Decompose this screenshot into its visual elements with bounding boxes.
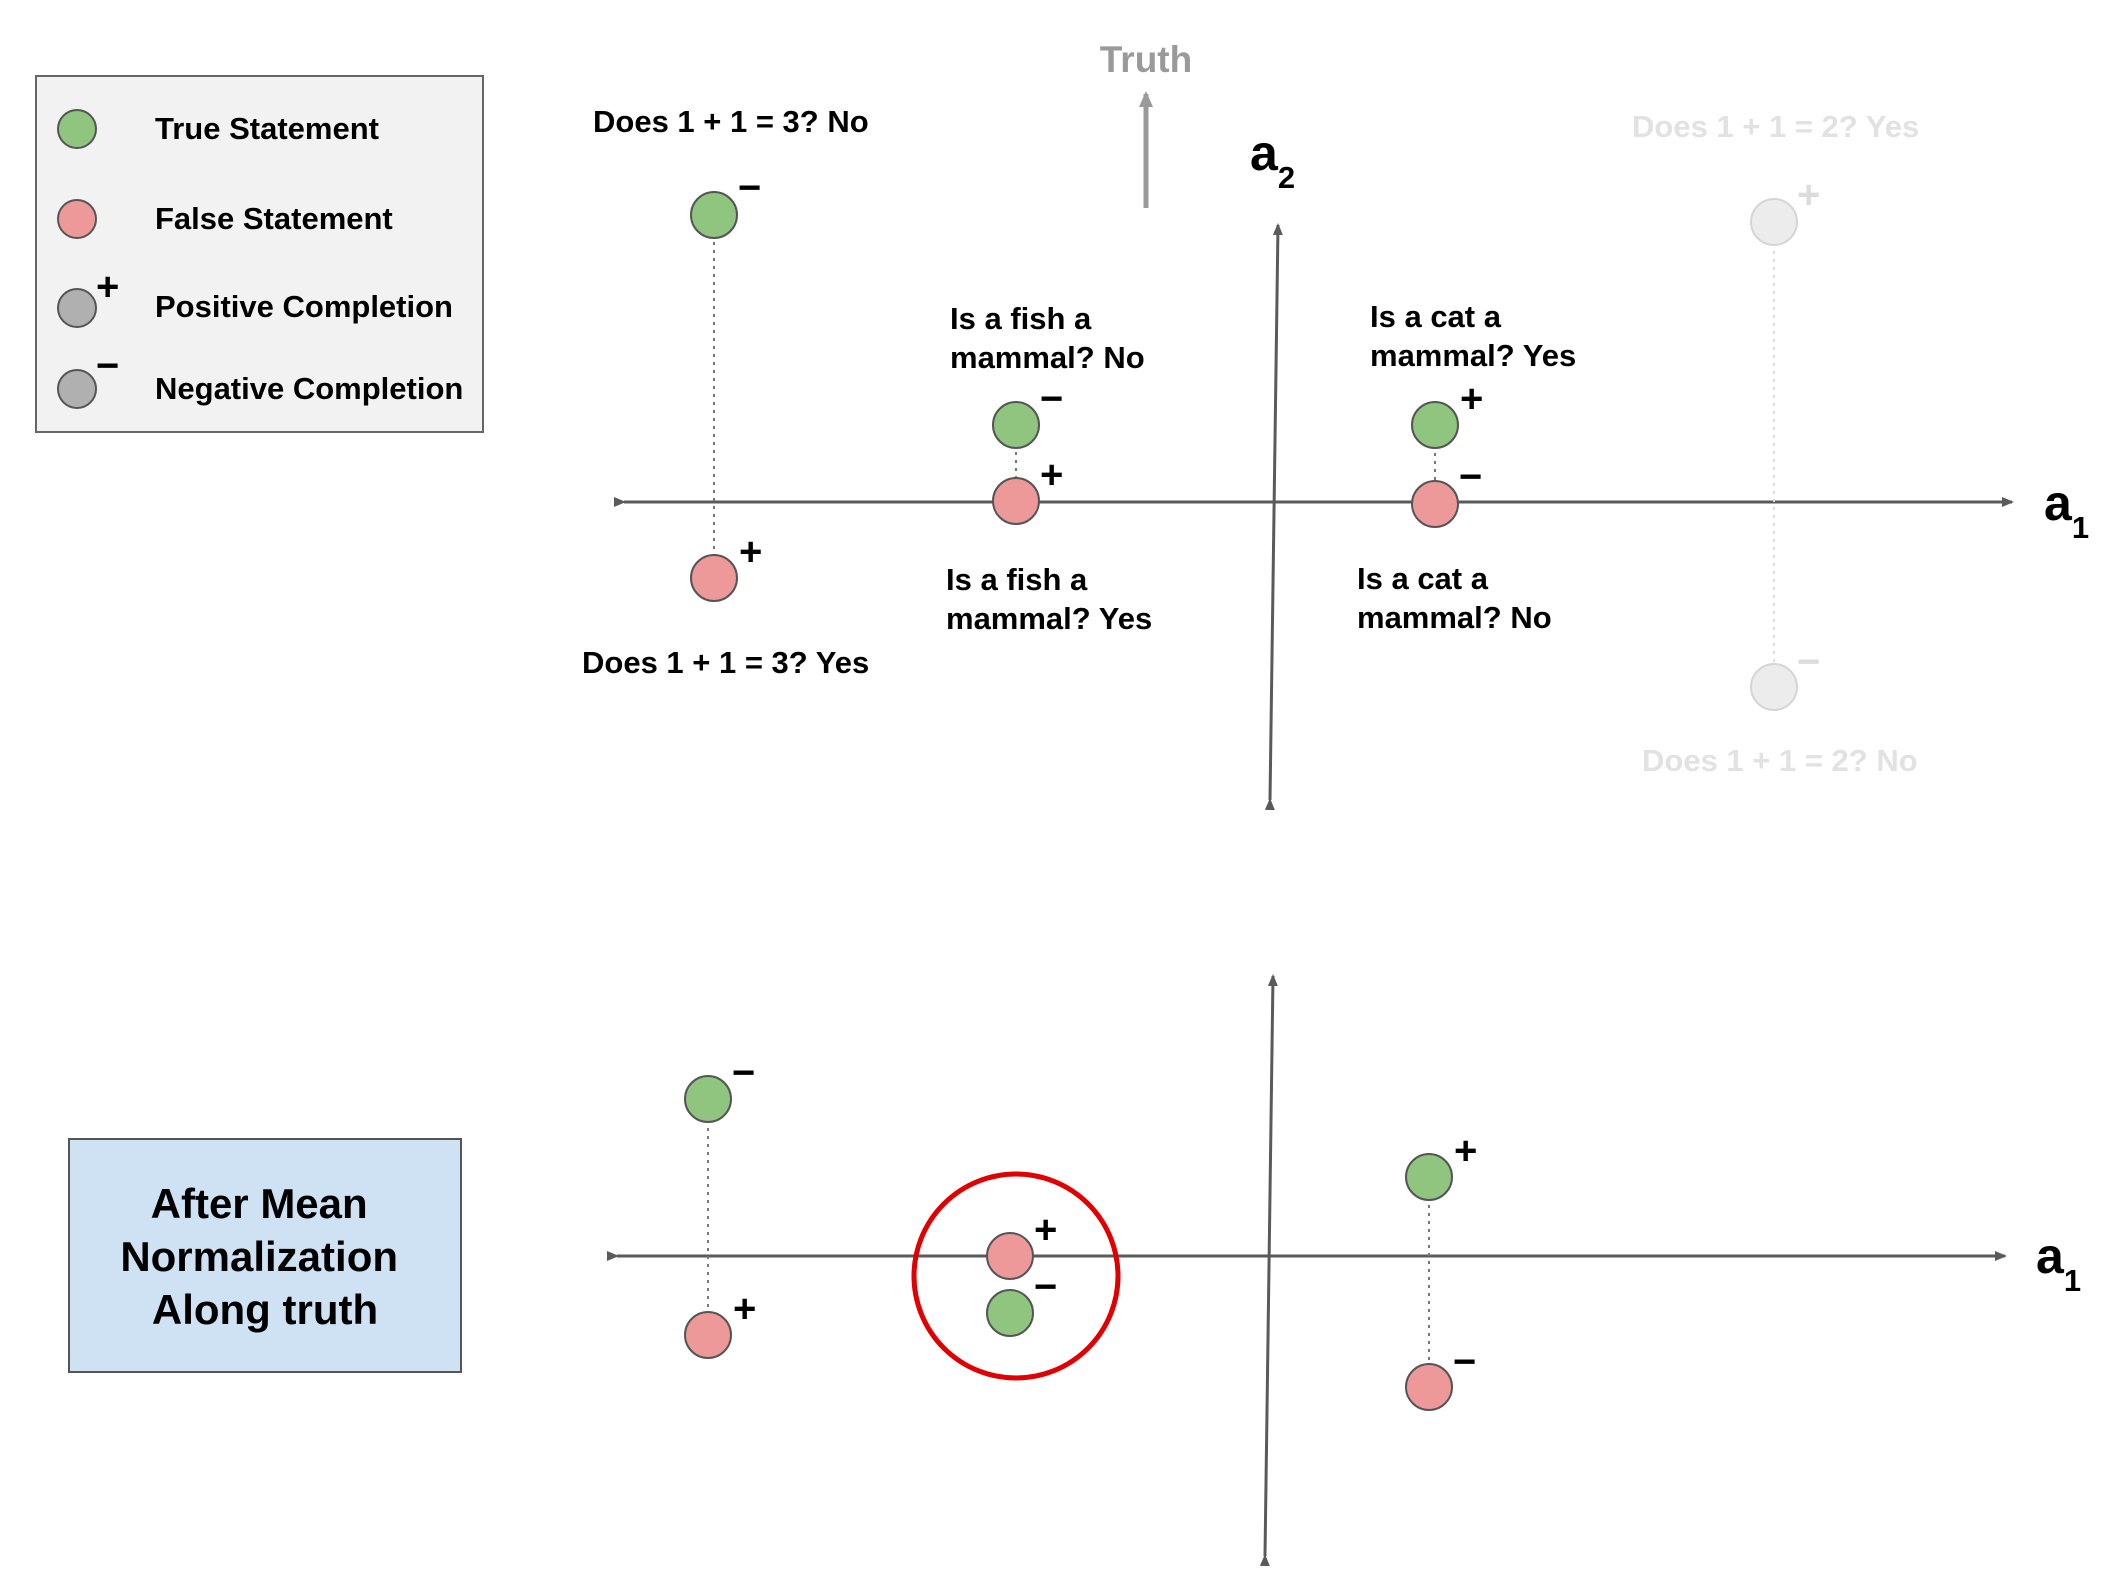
label-faded-no: Does 1 + 1 = 2? No	[1642, 743, 1918, 778]
minus-sign-icon: −	[1034, 1265, 1057, 1309]
plus-sign-icon: +	[1040, 453, 1063, 497]
point-faded-yes	[1750, 198, 1798, 246]
legend: True Statement False Statement + Positiv…	[35, 75, 484, 433]
label-math-yes: Does 1 + 1 = 3? Yes	[582, 645, 869, 680]
label-math-no: Does 1 + 1 = 3? No	[593, 104, 869, 139]
a2-axis-top	[1264, 223, 1283, 811]
minus-sign-icon: −	[1453, 1340, 1476, 1384]
point-fish-yes	[992, 477, 1040, 525]
a1-axis-label-bottom: a1	[2036, 1228, 2081, 1298]
positive-completion-swatch	[57, 288, 97, 328]
legend-item-positive: + Positive Completion	[57, 265, 453, 328]
false-statement-swatch	[57, 199, 97, 239]
label-fish-yes: Is a fish a mammal? Yes	[946, 562, 1152, 636]
point-fish-no	[992, 401, 1040, 449]
label-faded-yes: Does 1 + 1 = 2? Yes	[1632, 109, 1919, 144]
truth-direction: Truth	[1100, 39, 1192, 208]
point-math-no	[690, 191, 738, 239]
plus-sign-icon: +	[739, 530, 762, 574]
label-cat-yes: Is a cat a mammal? Yes	[1370, 299, 1576, 373]
point-cat-yes-bottom	[1405, 1153, 1453, 1201]
plus-sign-icon: +	[1454, 1129, 1477, 1173]
truth-label: Truth	[1100, 39, 1192, 80]
label-fish-no: Is a fish a mammal? No	[950, 301, 1145, 375]
point-fish-yes-bottom	[986, 1232, 1034, 1280]
plus-sign-icon: +	[1034, 1208, 1057, 1252]
highlight-circle	[911, 1171, 1121, 1381]
point-fish-no-bottom	[986, 1289, 1034, 1337]
negative-completion-swatch	[57, 369, 97, 409]
minus-sign-icon: −	[1459, 455, 1482, 499]
plus-sign-icon: +	[96, 265, 119, 309]
normalization-note: After Mean Normalization Along truth	[120, 1180, 409, 1333]
a2-axis-label: a2	[1250, 125, 1295, 195]
minus-sign-icon: −	[1797, 640, 1820, 684]
legend-item-false: False Statement	[57, 199, 393, 239]
minus-sign-icon: −	[1040, 377, 1063, 421]
plus-sign-icon: +	[1797, 173, 1820, 217]
legend-item-true: True Statement	[57, 109, 379, 149]
vertical-axis-bottom	[1259, 974, 1278, 1567]
minus-sign-icon: −	[96, 344, 119, 388]
point-math-yes	[690, 554, 738, 602]
plus-sign-icon: +	[733, 1287, 756, 1331]
legend-label-negative: Negative Completion	[155, 371, 463, 406]
label-cat-no: Is a cat a mammal? No	[1357, 561, 1552, 635]
point-cat-no-bottom	[1405, 1363, 1453, 1411]
legend-item-negative: − Negative Completion	[57, 344, 463, 409]
point-math-no-bottom	[684, 1075, 732, 1123]
point-math-yes-bottom	[684, 1311, 732, 1359]
legend-label-positive: Positive Completion	[155, 289, 453, 324]
legend-box	[35, 75, 484, 433]
top-diagram: a1 a2 Does 1 + 1 = 3? No − + Does 1 + 1 …	[582, 104, 2089, 811]
legend-label-true: True Statement	[155, 111, 379, 146]
point-cat-yes	[1411, 401, 1459, 449]
legend-label-false: False Statement	[155, 201, 393, 236]
bottom-diagram: After Mean Normalization Along truth a1 …	[68, 974, 2081, 1567]
normalization-note-box	[68, 1138, 462, 1373]
point-cat-no	[1411, 480, 1459, 528]
true-statement-swatch	[57, 109, 97, 149]
minus-sign-icon: −	[738, 166, 761, 210]
plus-sign-icon: +	[1460, 377, 1483, 421]
point-faded-no	[1750, 663, 1798, 711]
a1-axis-label-top: a1	[2044, 475, 2089, 545]
minus-sign-icon: −	[732, 1051, 755, 1095]
